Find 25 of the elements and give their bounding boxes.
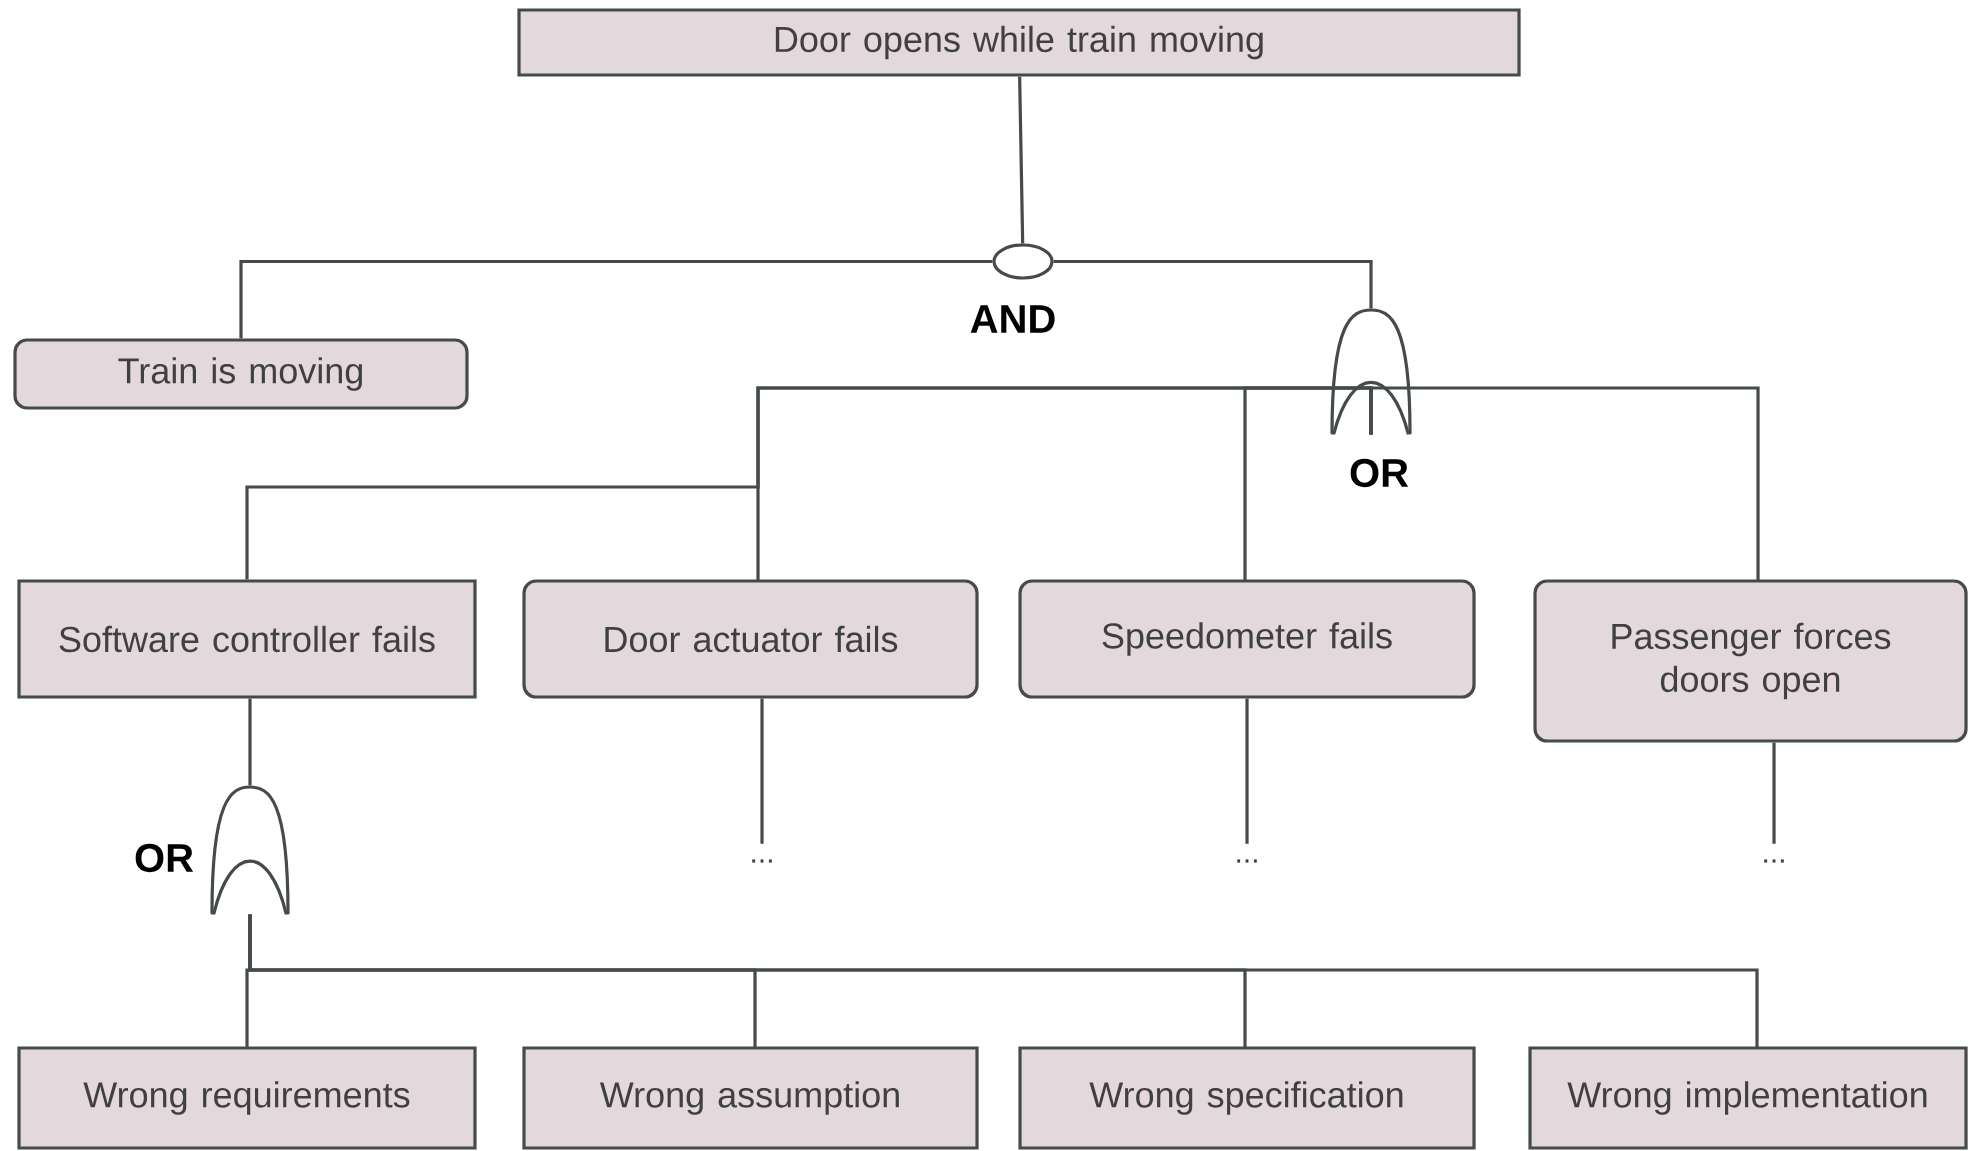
event-box: Train is moving: [13, 338, 469, 410]
event-box: Passenger forces doors open: [1533, 579, 1968, 743]
connector-line: [760, 698, 764, 844]
connector-line: [248, 698, 252, 786]
event-box: Software controller fails: [17, 579, 477, 699]
event-box: Wrong implementation: [1528, 1046, 1968, 1150]
connector-line: [1772, 742, 1776, 844]
event-box: Speedometer fails: [1018, 579, 1476, 699]
event-box: Door actuator fails: [522, 579, 979, 699]
connector-line: [239, 259, 993, 339]
connector-line: [1369, 386, 1760, 581]
event-box: Wrong specification: [1018, 1046, 1476, 1150]
ellipsis-text: ...: [1237, 859, 1257, 863]
connector-line: [1053, 259, 1373, 309]
gate-label: AND: [970, 305, 1055, 333]
event-box: Wrong assumption: [522, 1046, 979, 1150]
event-box: Door opens while train moving: [517, 8, 1521, 77]
ellipsis-text: ...: [1764, 859, 1784, 863]
event-box: Wrong requirements: [17, 1046, 477, 1150]
gate-label: OR: [1350, 458, 1409, 488]
connector-line: [248, 914, 1759, 1048]
connector-line: [1245, 698, 1249, 844]
connector-line: [1018, 76, 1025, 244]
ellipsis-text: ...: [752, 859, 772, 863]
gate-label: OR: [135, 843, 194, 873]
